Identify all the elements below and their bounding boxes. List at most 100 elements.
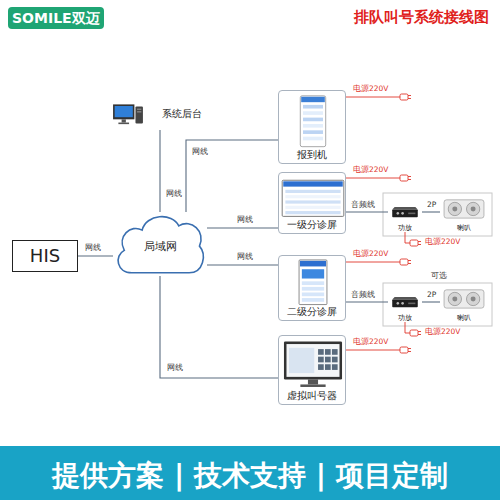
plug-body bbox=[400, 259, 408, 265]
icon-shape bbox=[301, 97, 325, 102]
icon-shape bbox=[303, 130, 323, 134]
icon-shape bbox=[471, 296, 476, 301]
icon-shape bbox=[318, 364, 324, 370]
edge-label: 网线 bbox=[165, 190, 183, 198]
node-label: 喇叭 bbox=[457, 314, 471, 322]
icon-shape bbox=[303, 137, 323, 141]
node-label: 功放 bbox=[398, 314, 412, 322]
icon-group bbox=[444, 200, 484, 218]
icon-shape bbox=[302, 287, 324, 291]
device-box: 功放 bbox=[388, 200, 422, 232]
pc-icon bbox=[112, 98, 144, 130]
icon-shape bbox=[466, 202, 479, 215]
node-label: 喇叭 bbox=[457, 224, 471, 232]
node-label: HIS bbox=[30, 246, 60, 267]
icon-shape bbox=[444, 290, 484, 308]
kiosk-icon bbox=[281, 94, 345, 149]
power-plug bbox=[400, 347, 411, 353]
device-box: HIS bbox=[12, 240, 78, 272]
icon-group bbox=[444, 290, 484, 308]
icon-shape bbox=[325, 364, 331, 370]
network-cable bbox=[159, 130, 160, 212]
note-label: 电源220V bbox=[352, 338, 389, 346]
note-label: 电源220V bbox=[352, 166, 389, 174]
diagram-title: 排队叫号系统接线图 bbox=[353, 9, 490, 26]
edge-label: 2P bbox=[426, 201, 437, 209]
power-wire bbox=[346, 350, 400, 351]
icon-shape bbox=[408, 213, 415, 215]
power-plug bbox=[410, 240, 421, 246]
icon-shape bbox=[285, 206, 340, 209]
network-cloud: 局域网 bbox=[113, 212, 207, 276]
network-cable bbox=[160, 276, 278, 378]
icon-shape bbox=[113, 104, 134, 119]
amp-icon bbox=[390, 203, 420, 219]
icon-shape bbox=[302, 292, 324, 296]
device-group-frame bbox=[383, 193, 492, 236]
edge-label: 网线 bbox=[236, 253, 254, 261]
device-box: 虚拟叫号器 bbox=[278, 335, 346, 405]
icon-shape bbox=[282, 180, 344, 216]
icon-shape bbox=[325, 349, 331, 355]
note-label: 电源220V bbox=[352, 85, 389, 93]
plug-prongs bbox=[408, 177, 411, 180]
icon-shape bbox=[471, 206, 476, 211]
power-plug bbox=[400, 175, 411, 181]
device-box: 报到机 bbox=[278, 90, 346, 164]
edge-label: 音频线 bbox=[350, 201, 376, 209]
note-label: 可选 bbox=[430, 272, 448, 280]
plug-body bbox=[400, 175, 408, 181]
icon-shape bbox=[448, 202, 461, 215]
device-box: 系统后台 bbox=[112, 98, 206, 130]
icon-shape bbox=[300, 96, 325, 147]
plug-body bbox=[410, 330, 418, 336]
network-cable bbox=[207, 264, 278, 265]
network-cable bbox=[346, 301, 388, 302]
edge-label: 音频线 bbox=[350, 291, 376, 299]
icon-shape bbox=[302, 298, 324, 302]
brand-logo: SOMILE双迈 bbox=[8, 7, 104, 29]
icon-shape bbox=[137, 109, 141, 110]
icon-shape bbox=[289, 348, 314, 373]
network-cable bbox=[422, 301, 440, 302]
device-box: 功放 bbox=[388, 290, 422, 322]
icon-shape bbox=[308, 379, 318, 384]
icon-shape bbox=[303, 124, 323, 128]
edge-label: 网线 bbox=[236, 216, 254, 224]
plug-prongs bbox=[418, 332, 421, 335]
edge-label: 网线 bbox=[191, 148, 209, 156]
icon-shape bbox=[401, 212, 404, 215]
node-label: 系统后台 bbox=[162, 108, 202, 120]
icon-shape bbox=[285, 211, 340, 214]
network-cable bbox=[422, 211, 440, 212]
device-group-frame bbox=[383, 283, 492, 326]
icon-shape bbox=[318, 349, 324, 355]
icon-shape bbox=[122, 119, 126, 122]
edge-label: 网线 bbox=[166, 364, 184, 372]
plug-prongs bbox=[408, 261, 411, 264]
icon-shape bbox=[397, 212, 400, 215]
edge-label: 网线 bbox=[84, 244, 102, 252]
icon-shape bbox=[302, 269, 324, 278]
tall-icon bbox=[281, 259, 345, 306]
node-label: 二级分诊屏 bbox=[287, 306, 337, 318]
icon-shape bbox=[452, 206, 457, 211]
icon-shape bbox=[118, 123, 129, 125]
icon-shape bbox=[285, 200, 340, 203]
icon-group bbox=[299, 260, 327, 305]
plug-prongs bbox=[408, 96, 411, 99]
icon-shape bbox=[286, 344, 339, 377]
icon-shape bbox=[401, 302, 404, 305]
icon-shape bbox=[392, 207, 418, 209]
amp-icon bbox=[390, 293, 420, 309]
network-cable bbox=[78, 255, 113, 256]
icon-group bbox=[300, 96, 325, 147]
caller-icon bbox=[281, 339, 345, 390]
spk-icon bbox=[442, 289, 486, 309]
node-label: 一级分诊屏 bbox=[287, 219, 337, 231]
node-label: 提供方案 | 技术支持 | 项目定制 bbox=[52, 460, 447, 492]
note-label: 电源220V bbox=[352, 250, 389, 258]
